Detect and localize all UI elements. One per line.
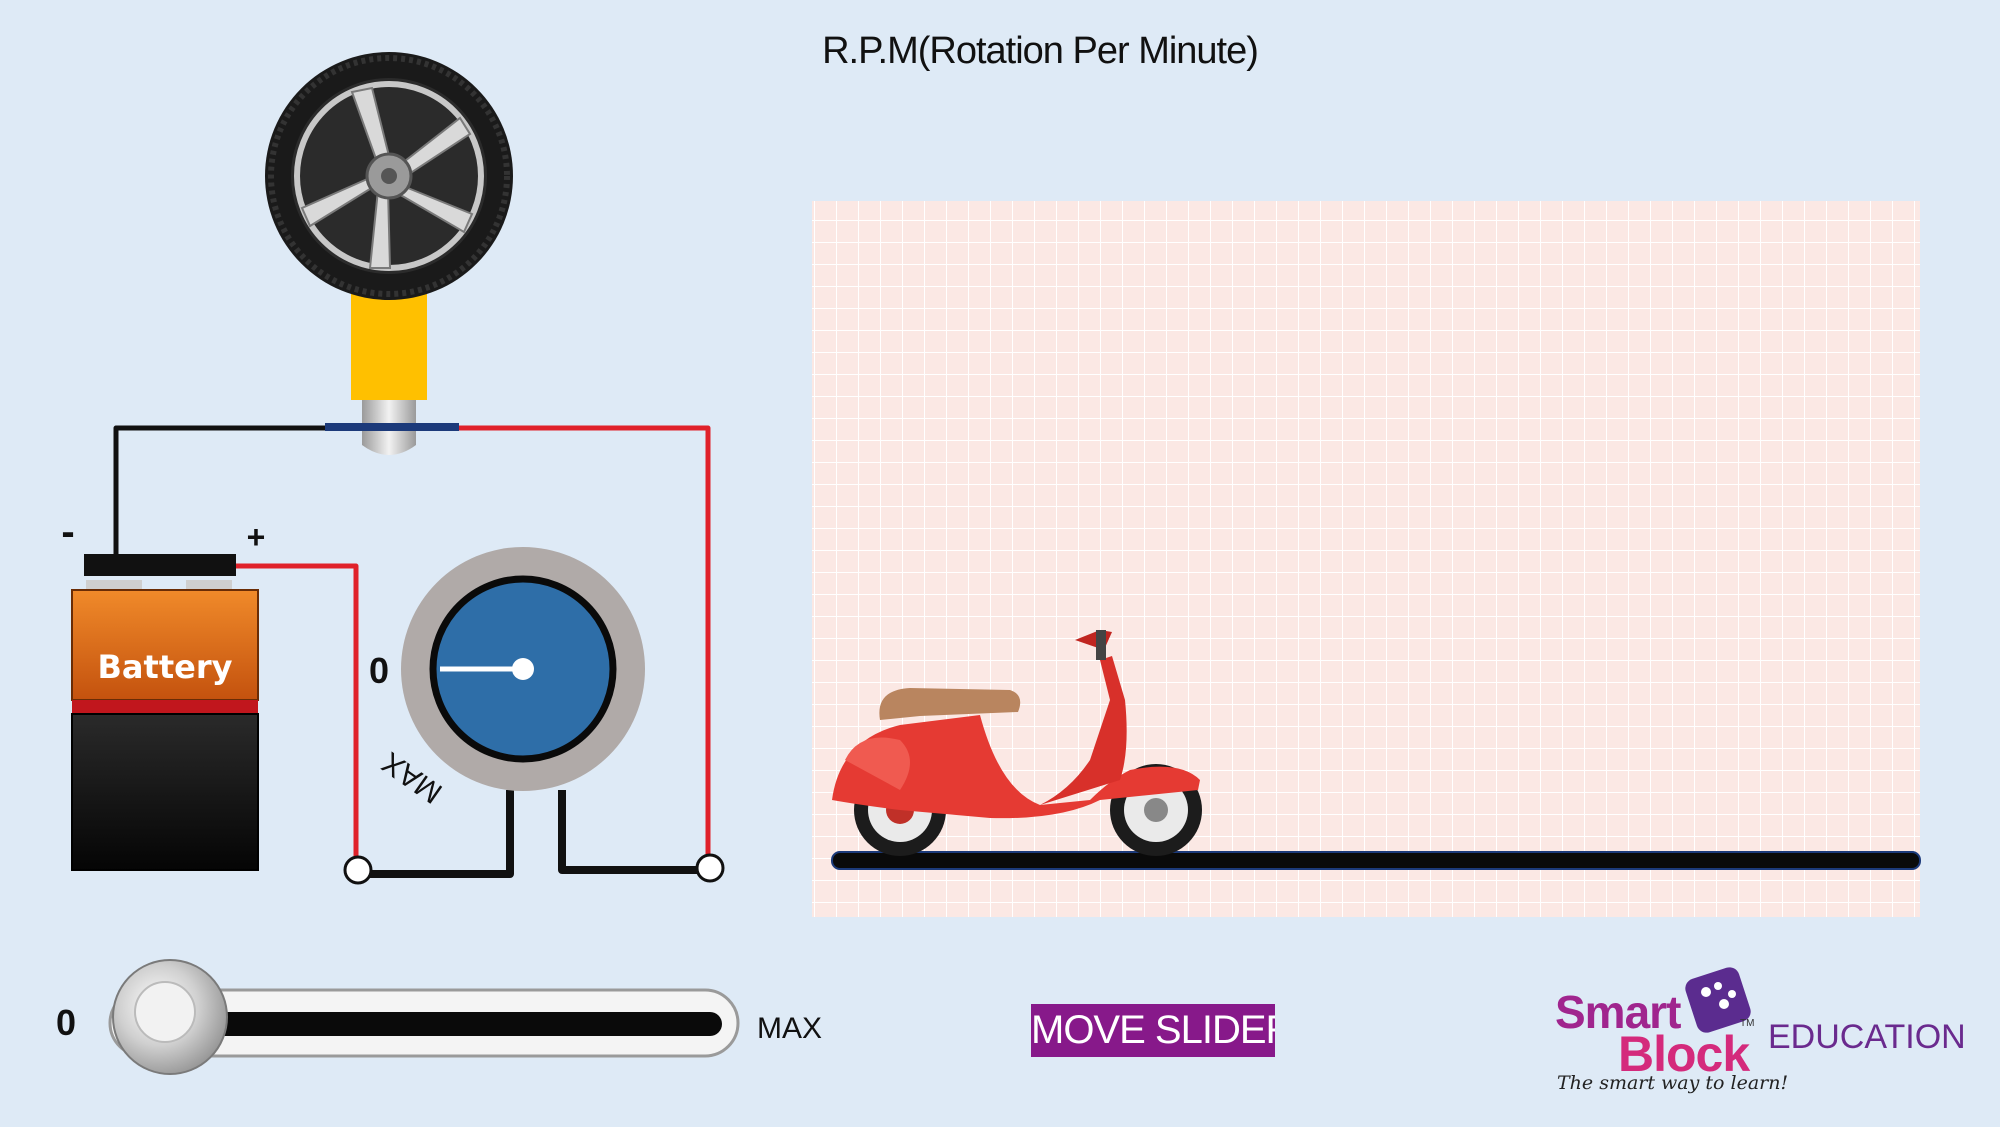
potentiometer-knob[interactable] (401, 547, 645, 791)
circuit-wires (113, 425, 711, 878)
terminal-right (695, 853, 725, 883)
battery-label: Battery (98, 648, 233, 686)
motor-terminal (325, 423, 459, 431)
logo-education-text: EDUCATION (1768, 1018, 1966, 1056)
logo-tagline: The smart way to learn! (1557, 1072, 1789, 1094)
battery: Battery - + (61, 510, 266, 871)
move-slider-button[interactable]: MOVE SLIDER (1031, 1004, 1275, 1057)
knob-zero-label: 0 (369, 650, 390, 691)
logo-smart-text: Smart (1555, 986, 1681, 1038)
wheel-icon (265, 52, 513, 300)
terminal-left (343, 855, 373, 885)
logo-block-text: Block (1618, 1026, 1750, 1082)
road-track (831, 851, 1921, 870)
slider-max-label: MAX (757, 1012, 823, 1045)
battery-minus-label: - (61, 510, 74, 554)
smartblock-logo-icon (1685, 967, 1751, 1033)
motor-assembly (265, 52, 513, 455)
logo-trademark: TM (1740, 1018, 1755, 1029)
scooter-icon (832, 630, 1202, 856)
battery-plus-label: + (247, 519, 266, 555)
speed-slider[interactable] (108, 959, 740, 1075)
slider-min-label: 0 (56, 1002, 77, 1043)
page-title: R.P.M(Rotation Per Minute) (822, 30, 1259, 72)
